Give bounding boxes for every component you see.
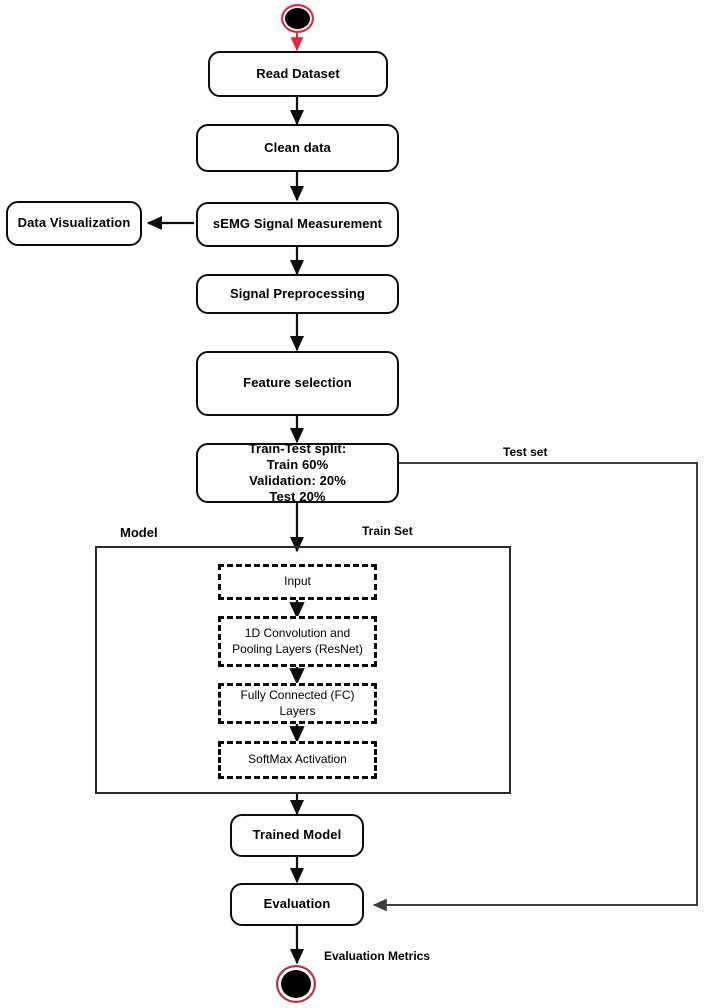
node-input-layer-label: Input <box>284 574 311 589</box>
node-feature-selection[interactable]: Feature selection <box>196 351 399 416</box>
node-trained-model-label: Trained Model <box>252 827 342 843</box>
node-data-visualization-label: Data Visualization <box>17 215 131 231</box>
edge-label-train-set: Train Set <box>362 524 413 538</box>
node-evaluation-label: Evaluation <box>263 896 331 912</box>
node-data-visualization[interactable]: Data Visualization <box>6 201 142 246</box>
node-semg-signal-measurement-label: sEMG Signal Measurement <box>212 216 383 232</box>
node-conv-pooling-layers[interactable]: 1D Convolution and Pooling Layers (ResNe… <box>218 616 377 667</box>
node-trained-model[interactable]: Trained Model <box>230 814 364 857</box>
node-read-dataset[interactable]: Read Dataset <box>208 51 388 97</box>
edge-label-evaluation-metrics: Evaluation Metrics <box>324 949 431 963</box>
node-feature-selection-label: Feature selection <box>243 375 352 391</box>
node-semg-signal-measurement[interactable]: sEMG Signal Measurement <box>196 202 399 247</box>
node-evaluation[interactable]: Evaluation <box>230 883 364 926</box>
node-input-layer[interactable]: Input <box>218 564 377 600</box>
node-signal-preprocessing[interactable]: Signal Preprocessing <box>196 274 399 314</box>
node-signal-preprocessing-label: Signal Preprocessing <box>230 285 365 301</box>
node-conv-pooling-layers-label: 1D Convolution and Pooling Layers (ResNe… <box>232 625 363 656</box>
node-softmax-activation-label: SoftMax Activation <box>248 752 347 767</box>
model-group-container <box>95 546 511 794</box>
node-clean-data-label: Clean data <box>264 139 331 155</box>
start-node <box>281 4 314 33</box>
edge-label-test-set: Test set <box>503 445 548 459</box>
node-clean-data[interactable]: Clean data <box>196 124 399 172</box>
node-softmax-activation[interactable]: SoftMax Activation <box>218 741 377 779</box>
model-group-label: Model <box>120 525 158 540</box>
node-read-dataset-label: Read Dataset <box>256 65 340 81</box>
node-train-test-split-label: Train-Test split: Train 60% Validation: … <box>248 440 347 505</box>
node-train-test-split[interactable]: Train-Test split: Train 60% Validation: … <box>196 440 399 505</box>
node-fully-connected-layers[interactable]: Fully Connected (FC) Layers <box>218 683 377 724</box>
end-node <box>276 965 316 1003</box>
node-fully-connected-layers-label: Fully Connected (FC) Layers <box>240 687 355 718</box>
